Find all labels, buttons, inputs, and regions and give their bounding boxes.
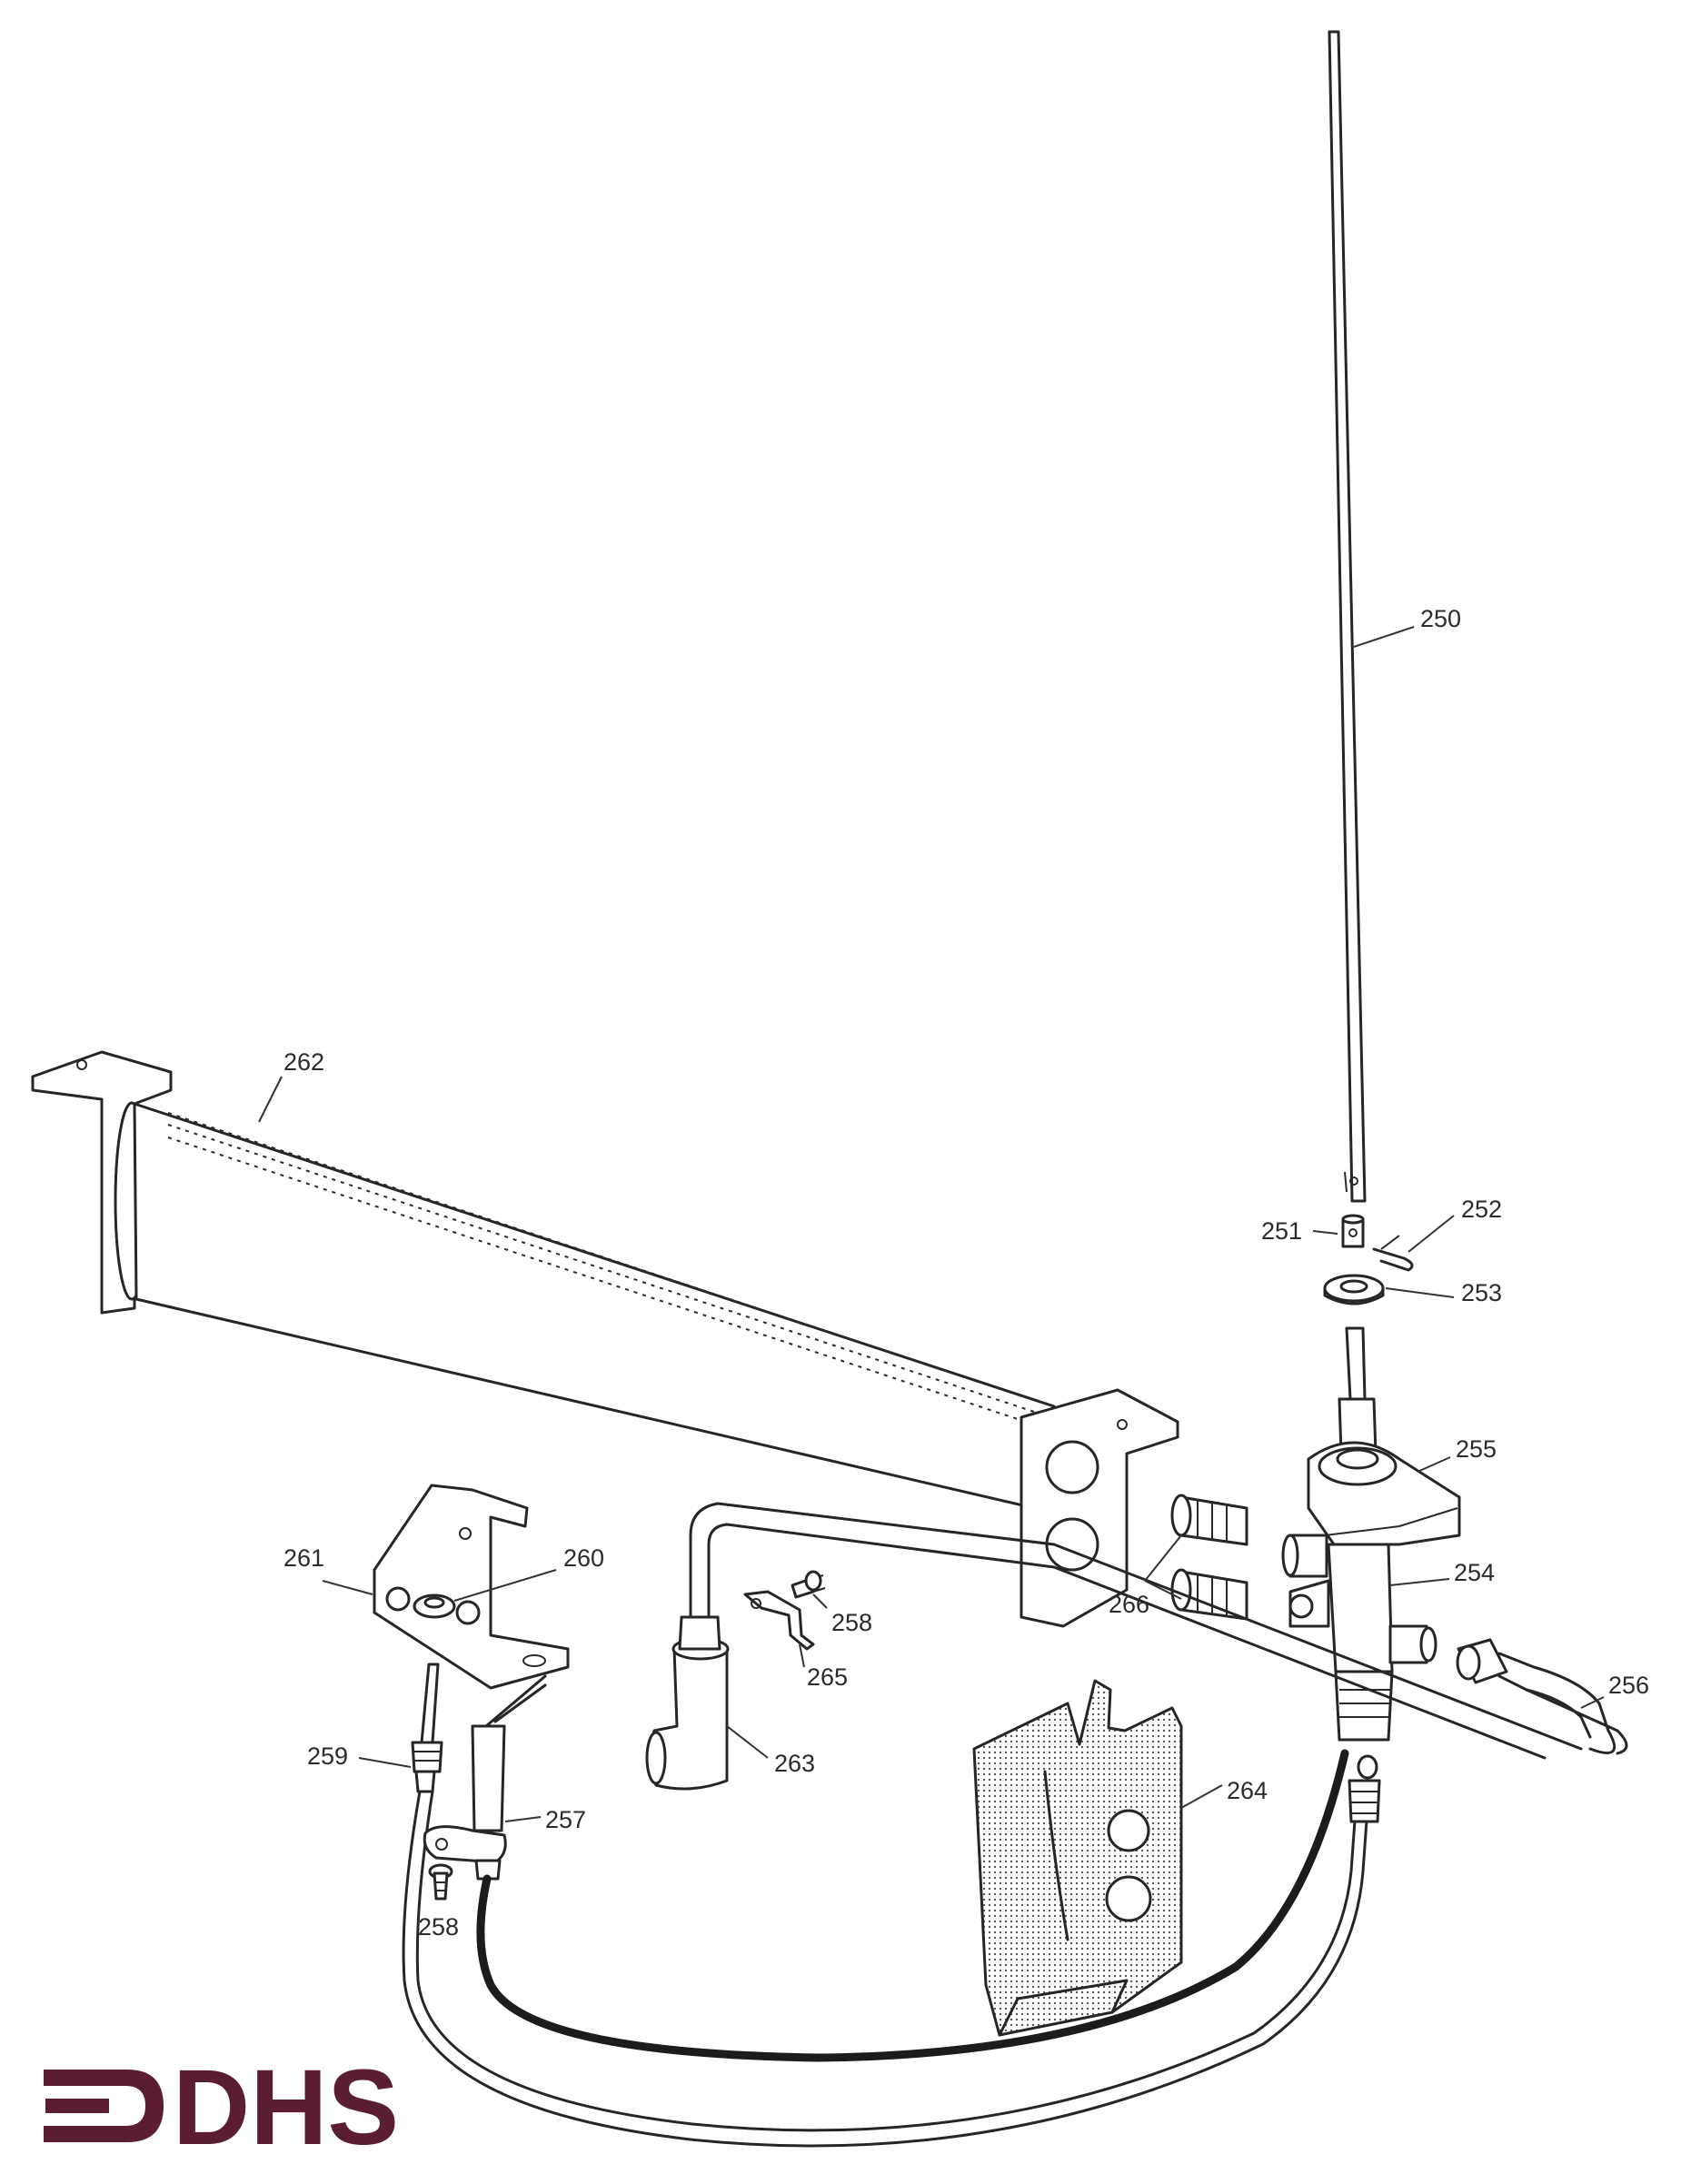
thermocouple-259 <box>402 1663 1369 2148</box>
callout-263: 263 <box>774 1750 815 1777</box>
callout-266: 266 <box>1109 1591 1149 1618</box>
callout-265: 265 <box>807 1663 848 1691</box>
callout-257: 257 <box>545 1806 586 1833</box>
gas-supply-tube-256 <box>1456 1638 1628 1755</box>
screw-258-lower <box>428 1863 453 1901</box>
thermocouple-connector <box>1348 1754 1381 1823</box>
igniter-257 <box>423 1674 1349 2062</box>
washer-253 <box>1323 1274 1385 1305</box>
bracket-261 <box>373 1484 570 1690</box>
callout-258-lower: 258 <box>418 1913 459 1941</box>
leader-lines <box>258 626 1605 1822</box>
gas-tube <box>678 1502 1583 1760</box>
valve-body-254 <box>1281 1534 1437 1742</box>
clip-265 <box>743 1590 815 1651</box>
screw-258-upper <box>791 1570 826 1599</box>
callout-256: 256 <box>1608 1672 1649 1699</box>
callout-261: 261 <box>283 1544 324 1572</box>
callout-259: 259 <box>307 1742 348 1770</box>
callout-254: 254 <box>1454 1559 1495 1586</box>
coupling-251 <box>1341 1214 1365 1248</box>
nut-260 <box>413 1593 456 1619</box>
valve-255 <box>1307 1326 1461 1546</box>
heat-shield-264 <box>972 1679 1183 2037</box>
burner-tube-262 <box>31 1050 1179 1628</box>
callout-253: 253 <box>1461 1279 1502 1306</box>
dhs-logo-text: DHS <box>173 2048 399 2168</box>
callout-260: 260 <box>563 1544 604 1572</box>
callout-258-upper: 258 <box>831 1609 872 1636</box>
callout-264: 264 <box>1227 1777 1268 1804</box>
callout-250: 250 <box>1420 605 1461 632</box>
orifices-266 <box>1170 1494 1248 1621</box>
elbow-263 <box>645 1637 730 1791</box>
callout-251: 251 <box>1261 1217 1302 1245</box>
callout-255: 255 <box>1456 1435 1497 1463</box>
callout-252: 252 <box>1461 1196 1502 1223</box>
cotter-pin-252 <box>1372 1235 1414 1272</box>
callout-262: 262 <box>283 1048 324 1076</box>
control-rod-250 <box>1328 30 1367 1203</box>
dhs-logo: DHS <box>44 2048 399 2168</box>
dhs-logo-arrow-icon <box>44 2070 164 2142</box>
